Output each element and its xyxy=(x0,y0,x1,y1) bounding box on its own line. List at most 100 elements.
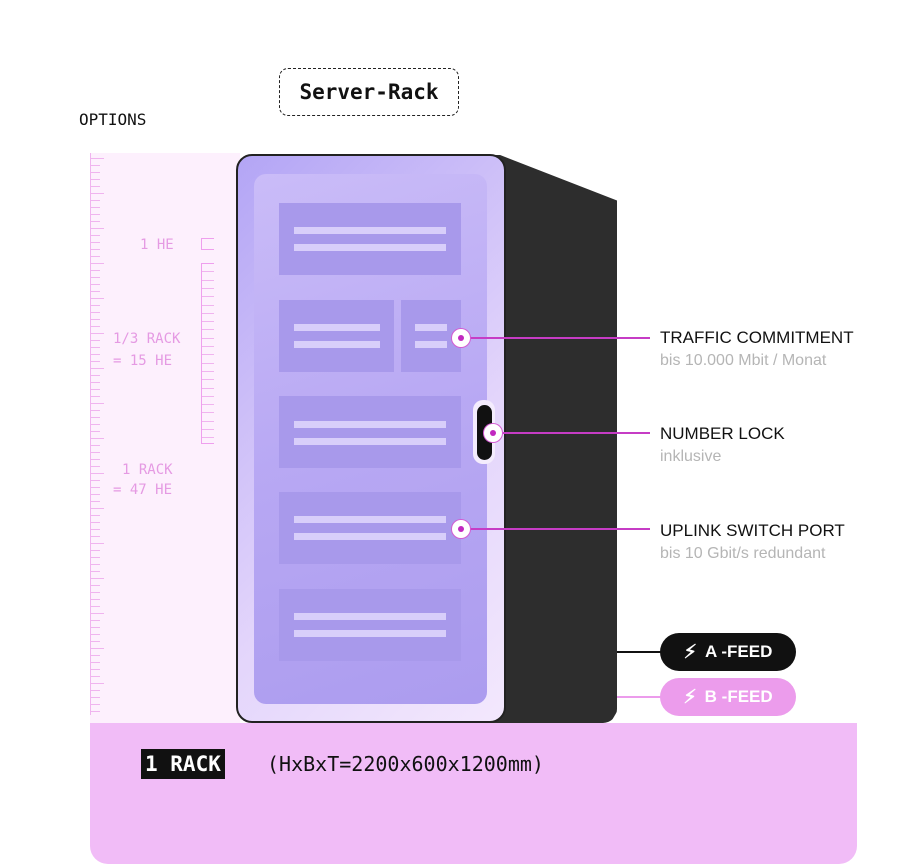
b-feed-badge[interactable]: ⚡︎ B -FEED xyxy=(660,678,796,716)
full-rack-label-line2: = 47 HE xyxy=(113,480,173,500)
bracket-tick xyxy=(201,338,214,339)
ruler-tick xyxy=(90,543,104,544)
ruler-tick xyxy=(90,354,100,355)
ruler-tick xyxy=(90,382,100,383)
ruler-tick xyxy=(90,291,100,292)
full-rack-label-line1: 1 RACK xyxy=(122,460,173,480)
ruler-tick xyxy=(90,550,100,551)
number-lock-marker[interactable] xyxy=(484,424,502,442)
ruler-tick xyxy=(90,368,104,369)
ruler-tick xyxy=(90,277,100,278)
ruler-tick xyxy=(90,613,104,614)
ruler-tick xyxy=(90,487,100,488)
ruler-tick xyxy=(90,641,100,642)
bracket-tick xyxy=(201,412,214,413)
slot-bar xyxy=(415,341,447,348)
ruler-tick xyxy=(90,634,100,635)
bracket-tick xyxy=(201,329,214,330)
ruler-tick xyxy=(90,424,100,425)
ruler-tick xyxy=(90,396,100,397)
callout-line-lock xyxy=(495,432,650,434)
ruler-tick xyxy=(90,417,100,418)
ruler-tick xyxy=(90,158,104,159)
bracket-tick xyxy=(201,288,214,289)
one-he-bracket xyxy=(201,238,214,250)
ruler-tick xyxy=(90,627,100,628)
ruler-tick xyxy=(90,494,100,495)
slot-bar xyxy=(294,421,446,428)
ruler-tick xyxy=(90,235,100,236)
traffic-commitment-title: TRAFFIC COMMITMENT xyxy=(660,328,854,347)
ruler-tick xyxy=(90,256,100,257)
ruler-tick xyxy=(90,438,104,439)
a-feed-badge[interactable]: ⚡︎ A -FEED xyxy=(660,633,796,671)
ruler-tick xyxy=(90,508,104,509)
rack-summary-panel xyxy=(90,723,857,864)
lightning-bolt-icon: ⚡︎ xyxy=(683,641,697,663)
callout-line-uplink xyxy=(462,528,650,530)
ruler-tick xyxy=(90,333,104,334)
bracket-tick xyxy=(201,388,214,389)
bracket-tick xyxy=(201,404,214,405)
ruler-tick xyxy=(90,557,100,558)
slot-bar xyxy=(294,533,446,540)
ruler-tick xyxy=(90,340,100,341)
ruler-tick xyxy=(90,165,100,166)
ruler-tick xyxy=(90,676,100,677)
ruler-tick xyxy=(90,501,100,502)
rack-dimensions: (HxBxT=2200x600x1200mm) xyxy=(267,752,544,776)
ruler-tick xyxy=(90,697,100,698)
ruler-tick xyxy=(90,571,100,572)
ruler-tick xyxy=(90,445,100,446)
traffic-commitment-subtitle: bis 10.000 Mbit / Monat xyxy=(660,352,827,369)
traffic-commitment-marker[interactable] xyxy=(452,329,470,347)
ruler-tick xyxy=(90,564,100,565)
ruler-tick xyxy=(90,319,100,320)
ruler-tick xyxy=(90,207,100,208)
ruler-tick xyxy=(90,473,104,474)
ruler-tick xyxy=(90,690,100,691)
bracket-tick xyxy=(201,354,214,355)
bracket-tick xyxy=(201,371,214,372)
uplink-switch-marker[interactable] xyxy=(452,520,470,538)
lightning-bolt-icon: ⚡︎ xyxy=(683,686,697,708)
slot-bar xyxy=(294,341,380,348)
rack-unit-slot xyxy=(279,589,461,661)
a-feed-line xyxy=(617,651,662,653)
ruler-tick xyxy=(90,172,100,173)
ruler-tick xyxy=(90,228,104,229)
ruler-tick xyxy=(90,186,100,187)
third-rack-label-line2: = 15 HE xyxy=(113,351,173,371)
third-rack-label-line1: 1/3 RACK xyxy=(113,329,181,349)
ruler-tick xyxy=(90,270,100,271)
ruler-tick xyxy=(90,592,100,593)
ruler-tick xyxy=(90,459,100,460)
ruler-tick xyxy=(90,361,100,362)
ruler-tick xyxy=(90,578,104,579)
rack-unit-slot xyxy=(279,203,461,275)
bracket-tick xyxy=(201,280,214,281)
b-feed-label: B -FEED xyxy=(704,687,773,706)
ruler-tick xyxy=(90,431,100,432)
rack-unit-slot xyxy=(401,300,461,372)
slot-bar xyxy=(415,324,447,331)
ruler-tick xyxy=(90,529,100,530)
ruler-tick xyxy=(90,522,100,523)
page-title: Server-Rack xyxy=(279,68,459,116)
ruler-tick xyxy=(90,669,100,670)
ruler-tick xyxy=(90,312,100,313)
bracket-tick xyxy=(201,313,214,314)
ruler-tick xyxy=(90,179,100,180)
ruler-tick xyxy=(90,200,100,201)
a-feed-label: A -FEED xyxy=(704,642,773,661)
callout-line-traffic xyxy=(462,337,650,339)
one-he-label: 1 HE xyxy=(140,235,174,255)
bracket-tick xyxy=(201,296,214,297)
ruler-tick xyxy=(90,515,100,516)
ruler-tick xyxy=(90,599,100,600)
rack-unit-slot xyxy=(279,492,461,564)
rack-unit-slot xyxy=(279,396,461,468)
ruler-tick xyxy=(90,683,104,684)
ruler-tick xyxy=(90,193,104,194)
bracket-tick xyxy=(201,396,214,397)
